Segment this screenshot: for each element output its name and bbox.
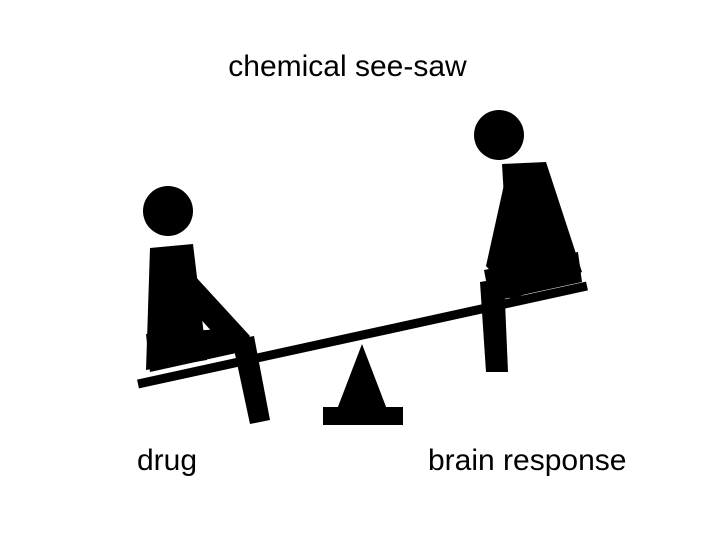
seesaw-plank [137, 281, 588, 389]
drug-label: drug [137, 444, 198, 477]
left-person-icon [143, 186, 270, 424]
right-person-icon [474, 110, 582, 372]
fulcrum-icon [323, 344, 403, 425]
slide-title: chemical see-saw [228, 50, 467, 83]
brain-response-label: brain response [428, 444, 627, 477]
